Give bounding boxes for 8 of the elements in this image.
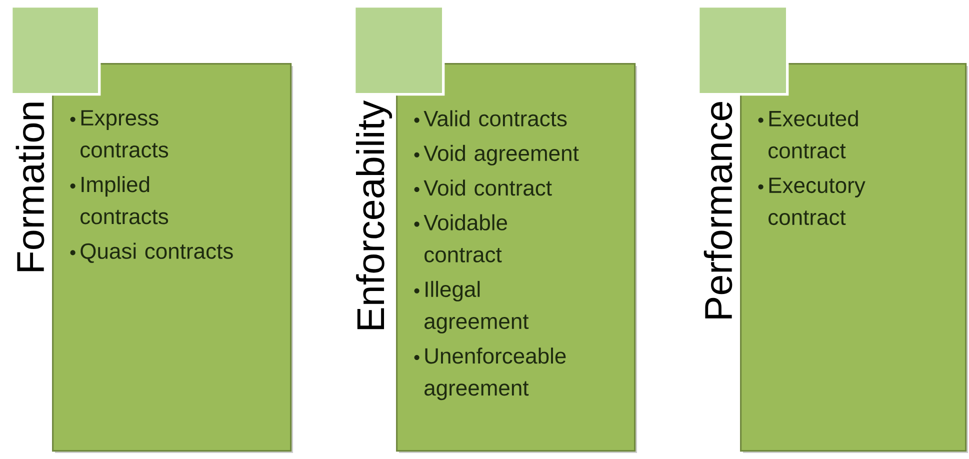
square-tab — [10, 4, 101, 96]
heading: Enforceability — [356, 100, 392, 330]
bullet-item: Executory contract — [758, 178, 866, 226]
heading: Formation — [16, 102, 44, 272]
square-tab — [353, 4, 445, 96]
bullet-item: Executed contract — [758, 110, 858, 158]
heading: Performance — [704, 102, 732, 318]
square-tab — [697, 4, 789, 96]
